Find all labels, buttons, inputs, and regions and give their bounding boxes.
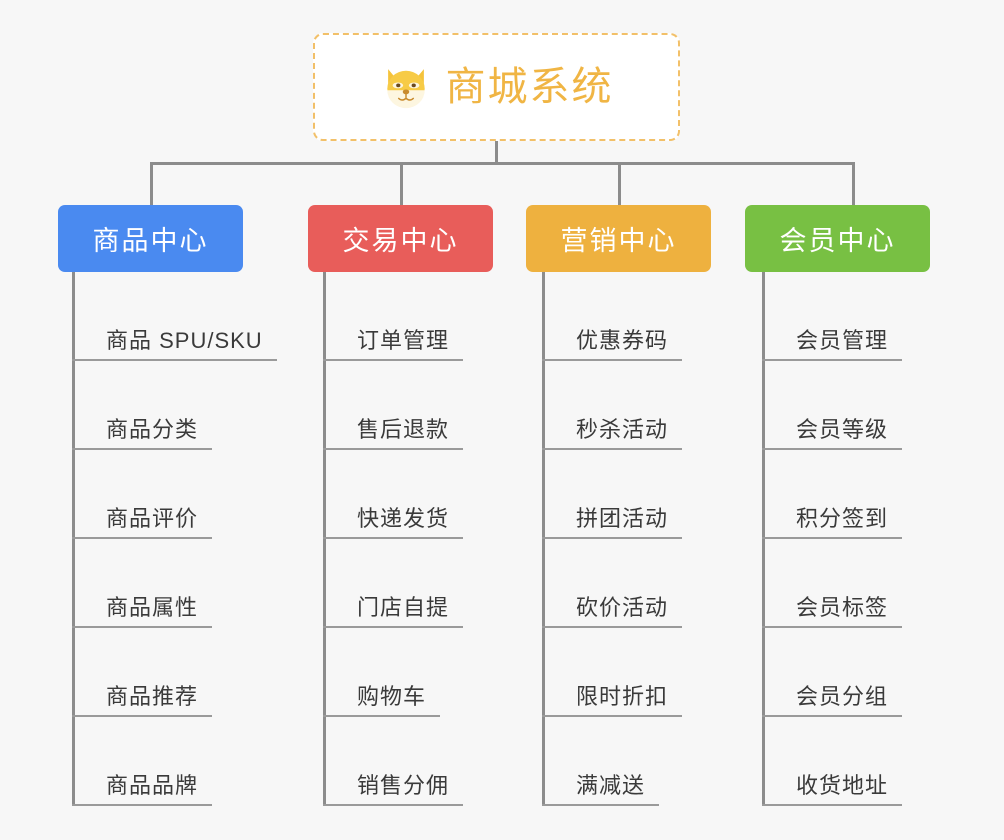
connector-horizontal-bus — [150, 162, 855, 165]
category-box-3[interactable]: 会员中心 — [745, 205, 930, 272]
leaf-label: 商品分类 — [72, 417, 213, 450]
leaf-label: 快递发货 — [323, 506, 464, 539]
leaf-item[interactable]: 会员管理 — [762, 272, 903, 361]
connector-root-stem — [495, 141, 498, 165]
leaf-label: 订单管理 — [323, 328, 464, 361]
connector-drop-col-1 — [400, 162, 403, 207]
leaf-item[interactable]: 会员标签 — [762, 539, 903, 628]
leaf-item[interactable]: 满减送 — [542, 717, 660, 806]
category-box-2[interactable]: 营销中心 — [526, 205, 711, 272]
leaf-item[interactable]: 收货地址 — [762, 717, 903, 806]
category-title-0: 商品中心 — [92, 226, 209, 256]
leaf-label: 会员标签 — [762, 595, 903, 628]
leaf-item[interactable]: 秒杀活动 — [542, 361, 683, 450]
leaf-label: 会员管理 — [762, 328, 903, 361]
leaf-label: 收货地址 — [762, 773, 903, 806]
leaf-item[interactable]: 商品 SPU/SKU — [72, 272, 277, 361]
leaf-item[interactable]: 砍价活动 — [542, 539, 683, 628]
connector-drop-col-0 — [150, 162, 153, 207]
leaf-item[interactable]: 销售分佣 — [323, 717, 464, 806]
leaf-label: 商品品牌 — [72, 773, 213, 806]
leaf-label: 优惠券码 — [542, 328, 683, 361]
leaf-label: 商品属性 — [72, 595, 213, 628]
leaf-spine-3 — [762, 272, 765, 806]
leaf-item[interactable]: 会员等级 — [762, 361, 903, 450]
leaf-item[interactable]: 售后退款 — [323, 361, 464, 450]
leaf-item[interactable]: 商品评价 — [72, 450, 213, 539]
root-title: 商城系统 — [445, 65, 614, 109]
leaf-item[interactable]: 商品属性 — [72, 539, 213, 628]
leaf-label: 会员等级 — [762, 417, 903, 450]
leaf-item[interactable]: 积分签到 — [762, 450, 903, 539]
leaf-label: 商品推荐 — [72, 684, 213, 717]
leaf-label: 秒杀活动 — [542, 417, 683, 450]
leaf-item[interactable]: 商品分类 — [72, 361, 213, 450]
leaf-label: 会员分组 — [762, 684, 903, 717]
leaf-item[interactable]: 商品品牌 — [72, 717, 213, 806]
dog-face-icon — [380, 61, 432, 113]
leaf-item[interactable]: 优惠券码 — [542, 272, 683, 361]
leaf-label: 拼团活动 — [542, 506, 683, 539]
connector-drop-col-2 — [618, 162, 621, 207]
leaf-spine-1 — [323, 272, 326, 806]
leaf-label: 商品 SPU/SKU — [72, 328, 277, 361]
leaf-spine-0 — [72, 272, 75, 806]
leaf-item[interactable]: 商品推荐 — [72, 628, 213, 717]
leaf-item[interactable]: 门店自提 — [323, 539, 464, 628]
category-title-3: 会员中心 — [779, 226, 896, 256]
connector-drop-col-3 — [852, 162, 855, 207]
leaf-label: 购物车 — [323, 684, 441, 717]
leaf-label: 销售分佣 — [323, 773, 464, 806]
category-box-1[interactable]: 交易中心 — [308, 205, 493, 272]
leaf-label: 门店自提 — [323, 595, 464, 628]
leaf-label: 积分签到 — [762, 506, 903, 539]
leaf-item[interactable]: 拼团活动 — [542, 450, 683, 539]
leaf-item[interactable]: 订单管理 — [323, 272, 464, 361]
leaf-item[interactable]: 限时折扣 — [542, 628, 683, 717]
leaf-label: 砍价活动 — [542, 595, 683, 628]
leaf-item[interactable]: 快递发货 — [323, 450, 464, 539]
root-node-mall-system[interactable]: 商城系统 — [313, 33, 680, 141]
leaf-item[interactable]: 会员分组 — [762, 628, 903, 717]
leaf-label: 售后退款 — [323, 417, 464, 450]
leaf-label: 满减送 — [542, 773, 660, 806]
leaf-label: 限时折扣 — [542, 684, 683, 717]
leaf-spine-2 — [542, 272, 545, 806]
category-title-1: 交易中心 — [342, 226, 459, 256]
leaf-label: 商品评价 — [72, 506, 213, 539]
category-box-0[interactable]: 商品中心 — [58, 205, 243, 272]
leaf-item[interactable]: 购物车 — [323, 628, 441, 717]
category-title-2: 营销中心 — [560, 226, 677, 256]
